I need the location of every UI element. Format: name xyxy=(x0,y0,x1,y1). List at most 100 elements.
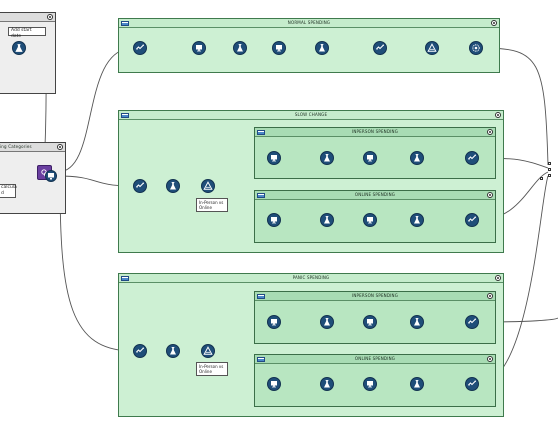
container-title: INPERSON SPENDING xyxy=(351,129,399,134)
container-header[interactable]: ONLINE SPENDING xyxy=(255,191,495,200)
output-anchor[interactable] xyxy=(540,177,543,180)
browse-monitor-icon xyxy=(271,381,277,388)
collapse-icon[interactable] xyxy=(495,275,501,281)
sample-tool[interactable] xyxy=(465,213,479,227)
container-title: ing Categories xyxy=(0,144,32,149)
formula-tool[interactable] xyxy=(12,41,26,55)
formula-flask-icon xyxy=(324,318,330,326)
formula-flask-icon xyxy=(414,154,420,162)
browse-tool[interactable] xyxy=(363,377,377,391)
container-header[interactable]: PANIC SPENDING xyxy=(119,274,503,283)
container-header[interactable]: NORMAL SPENDING xyxy=(119,19,499,28)
collapse-icon[interactable] xyxy=(495,112,501,118)
container-window-icon xyxy=(121,112,129,118)
sample-tool[interactable] xyxy=(465,377,479,391)
browse-tool[interactable] xyxy=(363,213,377,227)
browse-monitor-icon xyxy=(271,155,277,162)
formula-tool[interactable] xyxy=(166,179,180,193)
formula-tool[interactable] xyxy=(410,151,424,165)
formula-flask-icon xyxy=(414,380,420,388)
formula-flask-icon xyxy=(170,182,176,190)
formula-tool[interactable] xyxy=(315,41,329,55)
formula-tool[interactable] xyxy=(320,213,334,227)
formula-tool[interactable] xyxy=(410,213,424,227)
collapse-icon[interactable] xyxy=(47,14,53,20)
union-gear-icon xyxy=(472,44,480,52)
filter-tool[interactable] xyxy=(201,179,215,193)
collapse-icon[interactable] xyxy=(487,293,493,299)
sample-check-icon xyxy=(136,347,144,353)
formula-tool[interactable] xyxy=(320,377,334,391)
formula-tool[interactable] xyxy=(233,41,247,55)
sample-tool[interactable] xyxy=(133,179,147,193)
filter-tool[interactable] xyxy=(201,344,215,358)
browse-monitor-icon xyxy=(271,319,277,326)
browse-monitor-icon xyxy=(367,381,373,388)
collapse-icon[interactable] xyxy=(491,20,497,26)
formula-tool[interactable] xyxy=(410,315,424,329)
container-title: ONLINE SPENDING xyxy=(354,356,396,361)
container-title: SLOW CHANGE xyxy=(294,112,328,117)
browse-tool[interactable] xyxy=(267,377,281,391)
formula-flask-icon xyxy=(170,347,176,355)
container-window-icon xyxy=(257,129,265,135)
container-header[interactable]: ONLINE SPENDING xyxy=(255,355,495,364)
container-header[interactable]: INPERSON SPENDING xyxy=(255,292,495,301)
formula-flask-icon xyxy=(319,44,325,52)
container-header[interactable]: SLOW CHANGE xyxy=(119,111,503,120)
container-title: INPERSON SPENDING xyxy=(351,293,399,298)
sample-tool[interactable] xyxy=(133,41,147,55)
formula-flask-icon xyxy=(324,216,330,224)
collapse-icon[interactable] xyxy=(487,129,493,135)
output-anchor[interactable] xyxy=(548,174,551,177)
sample-tool[interactable] xyxy=(373,41,387,55)
sample-check-icon xyxy=(468,154,476,160)
browse-monitor-icon xyxy=(367,319,373,326)
browse-tool[interactable] xyxy=(45,170,57,182)
add-start-date-note: Add start date xyxy=(8,27,46,39)
sample-check-icon xyxy=(136,182,144,188)
browse-tool[interactable] xyxy=(363,151,377,165)
container-header[interactable]: INPERSON SPENDING xyxy=(255,128,495,137)
collapse-icon[interactable] xyxy=(57,144,63,150)
union-tool[interactable] xyxy=(469,41,483,55)
sample-check-icon xyxy=(136,44,144,50)
browse-monitor-icon xyxy=(196,45,202,52)
sample-tool[interactable] xyxy=(465,315,479,329)
formula-tool[interactable] xyxy=(166,344,180,358)
output-anchor[interactable] xyxy=(548,162,551,165)
sample-tool[interactable] xyxy=(133,344,147,358)
sample-tool[interactable] xyxy=(465,151,479,165)
filter-annotation: In-Person vs Online xyxy=(196,198,228,212)
browse-tool[interactable] xyxy=(267,213,281,227)
browse-monitor-icon xyxy=(367,217,373,224)
left-top-container[interactable] xyxy=(0,12,56,94)
container-title: ONLINE SPENDING xyxy=(354,192,396,197)
collapse-icon[interactable] xyxy=(487,356,493,362)
browse-monitor-icon xyxy=(271,217,277,224)
container-title: NORMAL SPENDING xyxy=(287,20,331,25)
filter-triangle-icon xyxy=(203,181,213,190)
browse-tool[interactable] xyxy=(267,151,281,165)
container-header[interactable] xyxy=(0,13,55,22)
formula-tool[interactable] xyxy=(410,377,424,391)
slow-inperson-container[interactable]: INPERSON SPENDING xyxy=(254,127,496,179)
browse-tool[interactable] xyxy=(267,315,281,329)
container-header[interactable]: ing Categories xyxy=(0,143,65,152)
browse-tool[interactable] xyxy=(272,41,286,55)
container-window-icon xyxy=(121,20,129,26)
formula-flask-icon xyxy=(237,44,243,52)
sample-check-icon xyxy=(376,44,384,50)
normal-spending-container[interactable]: NORMAL SPENDING xyxy=(118,18,500,73)
formula-tool[interactable] xyxy=(320,151,334,165)
browse-tool[interactable] xyxy=(363,315,377,329)
filter-tool[interactable] xyxy=(425,41,439,55)
output-anchor[interactable] xyxy=(548,168,551,171)
browse-monitor-icon xyxy=(367,155,373,162)
browse-tool[interactable] xyxy=(192,41,206,55)
collapse-icon[interactable] xyxy=(487,192,493,198)
container-window-icon xyxy=(257,192,265,198)
formula-tool[interactable] xyxy=(320,315,334,329)
formula-flask-icon xyxy=(414,318,420,326)
